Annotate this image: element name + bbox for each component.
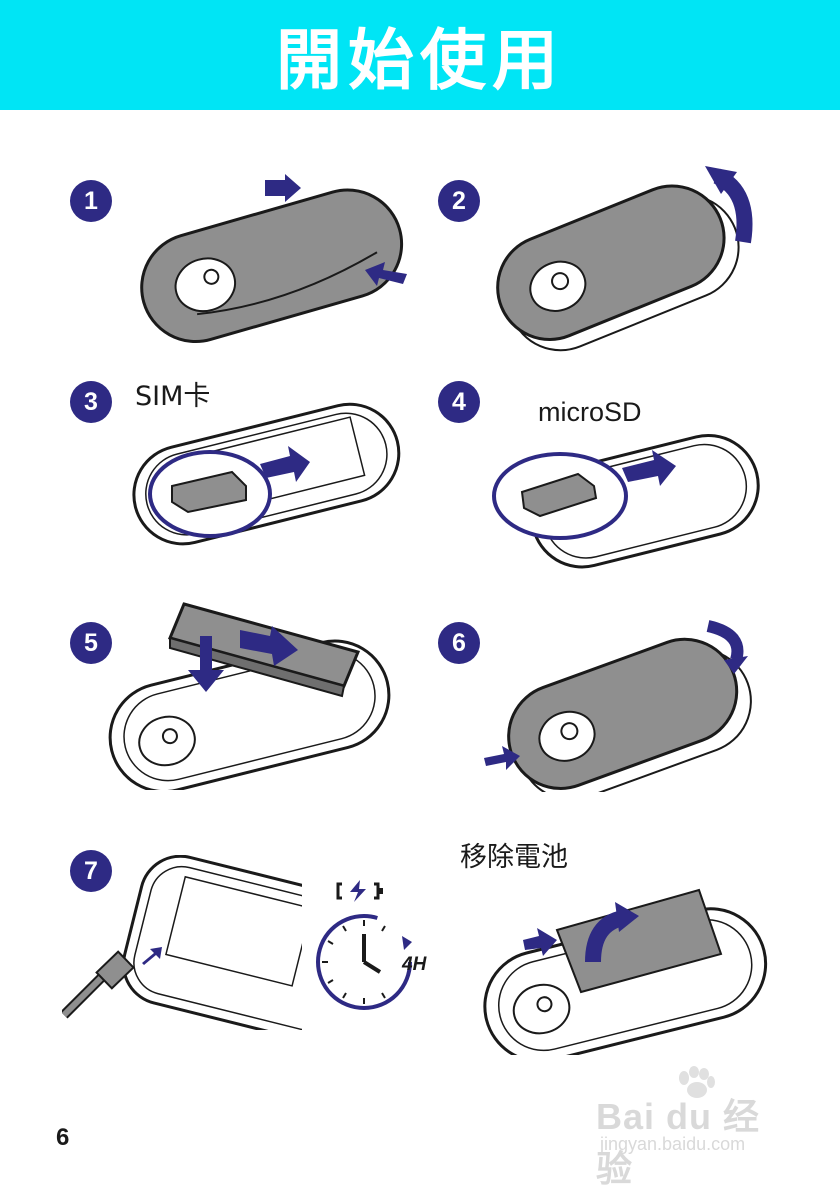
page-title: 開始使用	[276, 22, 564, 99]
step-number-badge: 4	[438, 381, 480, 423]
step-number-badge: 7	[70, 850, 112, 892]
charging-timer-illustration	[316, 880, 412, 1010]
paw-icon	[679, 1066, 715, 1098]
step-number-badge: 5	[70, 622, 112, 664]
step-1-illustration	[140, 174, 407, 344]
step-number-badge: 2	[438, 180, 480, 222]
watermark-brand: Bai du 经验	[596, 1096, 761, 1189]
step-3-illustration	[132, 402, 401, 546]
step-7-phone-illustration	[62, 855, 302, 1030]
page-header: 開始使用	[0, 0, 840, 110]
page-number: 6	[56, 1124, 70, 1151]
battery-charging-icon	[336, 880, 383, 902]
remove-battery-illustration	[483, 888, 768, 1055]
microsd-label: microSD	[538, 397, 642, 427]
remove-battery-label: 移除電池	[460, 842, 568, 873]
step-5-illustration	[108, 602, 391, 790]
baidu-watermark: Bai du 经验 jingyan.baidu.com	[596, 1066, 796, 1189]
sim-card-label: SIM卡	[135, 381, 211, 412]
watermark-site: jingyan.baidu.com	[600, 1134, 746, 1154]
charging-duration: 4H	[402, 954, 427, 975]
step-number-badge: 3	[70, 381, 112, 423]
step-number-badge: 6	[438, 622, 480, 664]
step-4-illustration	[492, 433, 760, 569]
step-number-badge: 1	[70, 180, 112, 222]
step-6-illustration	[484, 620, 752, 792]
step-2-illustration	[496, 166, 753, 352]
